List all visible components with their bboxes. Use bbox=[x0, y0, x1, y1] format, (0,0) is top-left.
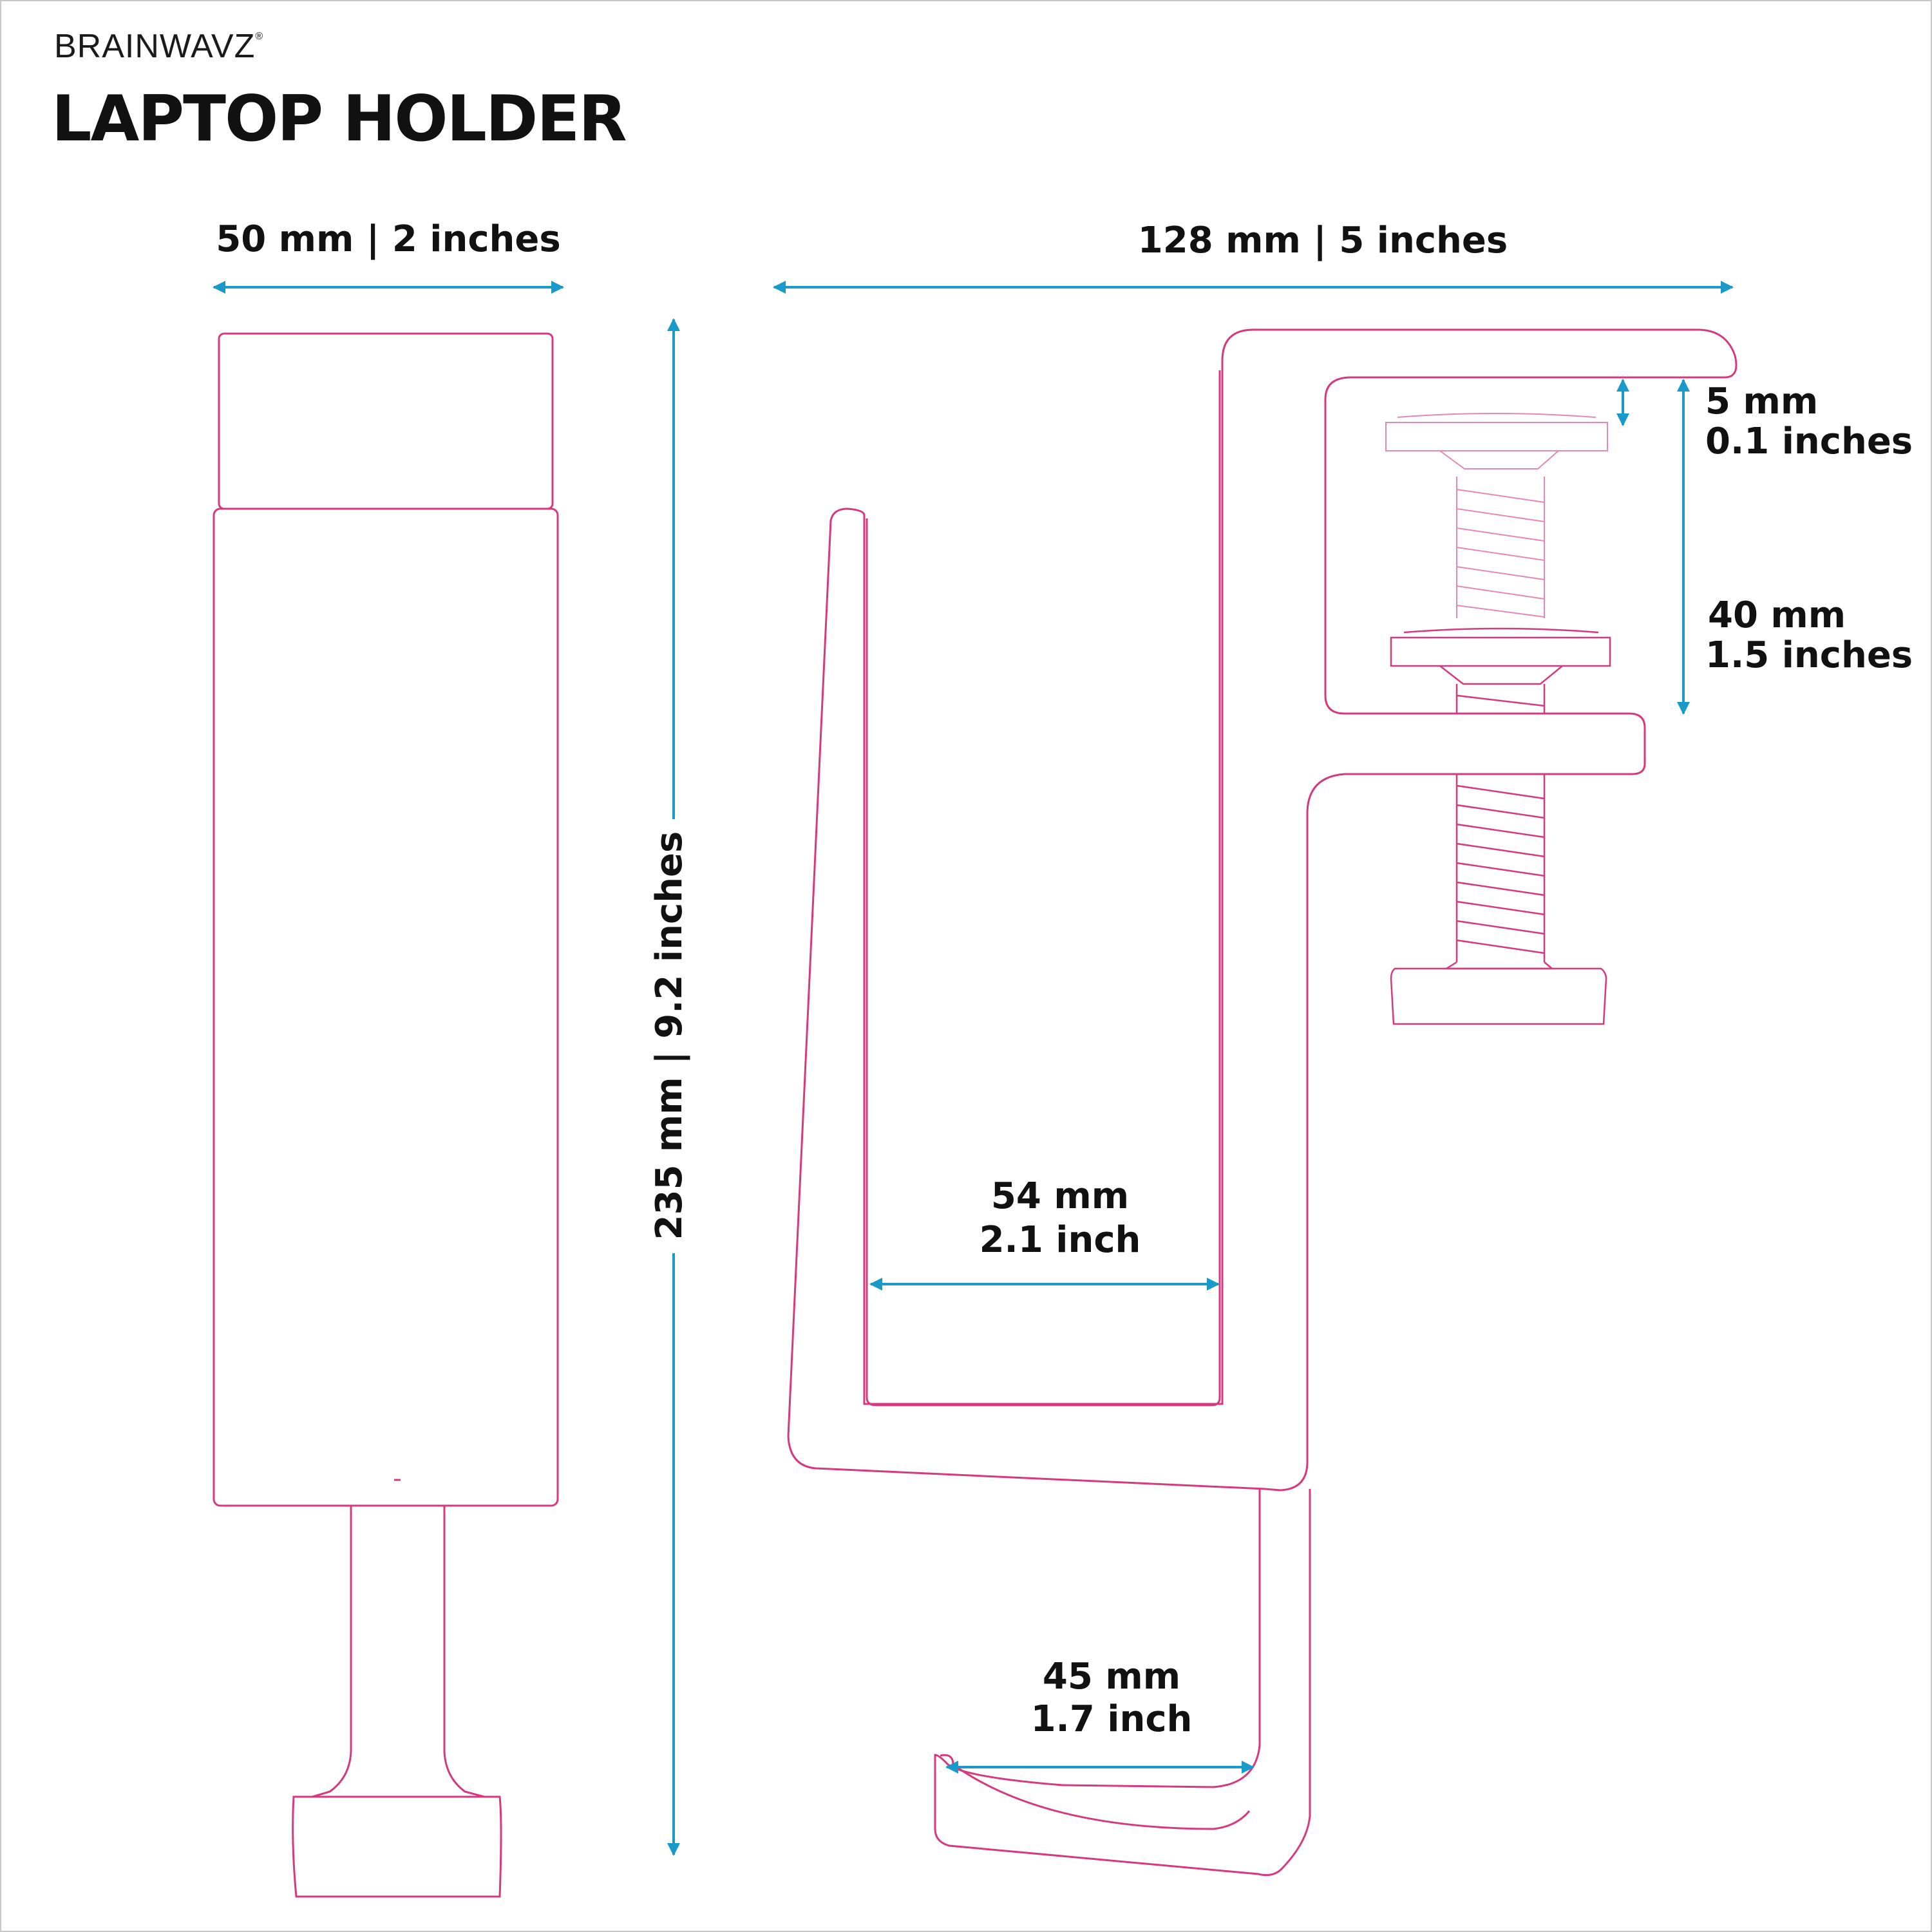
front-view-body bbox=[213, 507, 559, 1507]
front-view bbox=[213, 332, 559, 1898]
lock-nut bbox=[1390, 627, 1611, 714]
clamp-opening-inch-label: 1.5 inches bbox=[1705, 634, 1913, 676]
hook-arm bbox=[934, 1489, 1311, 1877]
hook-width-inch-label: 1.7 inch bbox=[1031, 1698, 1193, 1740]
front-view-top-cap bbox=[218, 332, 554, 510]
side-view bbox=[787, 328, 1738, 1877]
upper-pad bbox=[1385, 413, 1608, 451]
front-view-screw-shaft bbox=[312, 1506, 485, 1798]
brand-name: BRAINWAVZ bbox=[54, 28, 256, 65]
height-label: 235 mm | 9.2 inches bbox=[649, 831, 690, 1240]
top-gap-mm-label: 5 mm bbox=[1705, 381, 1818, 422]
registered-mark: ® bbox=[255, 31, 264, 42]
upper-thread bbox=[1456, 477, 1545, 618]
hook-tip bbox=[940, 1754, 1251, 1830]
lower-collar bbox=[1443, 961, 1555, 970]
lower-thread bbox=[1455, 774, 1546, 962]
inner-width-inch-label: 2.1 inch bbox=[980, 1219, 1141, 1261]
total-width-label: 128 mm | 5 inches bbox=[1138, 220, 1508, 261]
upper-collar bbox=[1439, 450, 1559, 469]
brand-logo: BRAINWAVZ® bbox=[54, 27, 263, 66]
page-title: LAPTOP HOLDER bbox=[52, 82, 627, 156]
front-view-knob bbox=[292, 1795, 502, 1898]
front-width-label: 50 mm | 2 inches bbox=[216, 218, 560, 260]
lock-nut-thread bbox=[1455, 684, 1546, 714]
upper-screw bbox=[1385, 413, 1608, 618]
top-gap-inch-label: 0.1 inches bbox=[1705, 421, 1913, 462]
lock-nut-collar bbox=[1439, 665, 1563, 685]
inner-width-mm-label: 54 mm bbox=[991, 1175, 1129, 1217]
lower-screw bbox=[1390, 774, 1607, 1025]
inner-channel bbox=[866, 370, 1221, 1406]
clamp-body-outline bbox=[787, 328, 1738, 1492]
lower-knob bbox=[1390, 967, 1607, 1025]
lock-nut-body bbox=[1390, 627, 1611, 667]
clamp-opening-mm-label: 40 mm bbox=[1708, 594, 1846, 636]
hook-width-mm-label: 45 mm bbox=[1043, 1656, 1180, 1698]
